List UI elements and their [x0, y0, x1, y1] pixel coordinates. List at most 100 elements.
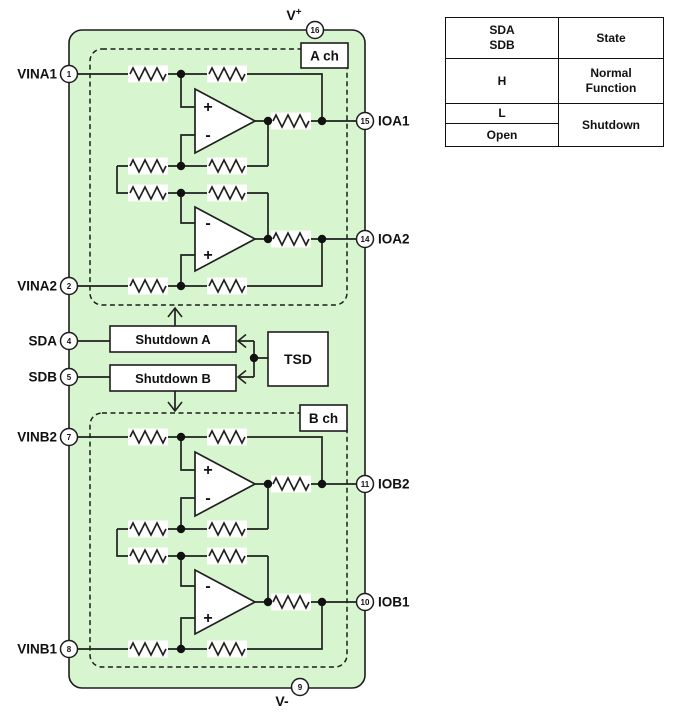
pin-number: 9 [298, 683, 303, 692]
pin-iob2: 11 IOB2 [355, 474, 410, 494]
pin-number: 10 [361, 598, 370, 607]
shutdown-b-block: Shutdown B [109, 364, 237, 392]
pin-number: 5 [67, 373, 72, 382]
truth-table-cell-shutdown: Shutdown [582, 117, 640, 132]
pin-sda: SDA 4 [28, 331, 79, 351]
shutdown-b-label: Shutdown B [135, 371, 211, 386]
state-normal-line2: Function [585, 81, 637, 95]
channel-a-dashed-box [89, 48, 348, 306]
opamp-minus-sign: - [205, 127, 210, 144]
arrowhead-left-b-icon [236, 369, 247, 385]
resistor [127, 276, 169, 296]
resistor [206, 183, 248, 203]
truth-table-header-signals: SDA SDB [446, 18, 559, 59]
signal-sda: SDA [489, 23, 515, 37]
pin-ioa2: 14 IOA2 [355, 229, 410, 249]
pin-number: 16 [311, 26, 320, 35]
resistor [206, 546, 248, 566]
pin-vina1: VINA1 1 [17, 64, 79, 84]
resistor [270, 229, 312, 249]
pin-label-sdb: SDB [28, 370, 57, 385]
vplus-label: V+ [286, 7, 301, 23]
pin-vplus: V+ 16 [286, 7, 325, 40]
pin-number: 7 [67, 433, 72, 442]
pin-label-vinb2: VINB2 [17, 430, 57, 445]
resistor [127, 183, 169, 203]
shutdown-a-block: Shutdown A [109, 325, 237, 353]
resistor [206, 427, 248, 447]
opamp-minus-sign: - [205, 578, 210, 595]
resistor [206, 156, 248, 176]
opamp-plus-sign: + [203, 247, 212, 264]
resistor [127, 546, 169, 566]
pin-number: 8 [67, 645, 72, 654]
resistor [206, 64, 248, 84]
resistor [127, 519, 169, 539]
shutdown-a-label: Shutdown A [135, 332, 211, 347]
pin-label-iob2: IOB2 [378, 477, 410, 492]
arrowhead-left-a-icon [236, 333, 247, 349]
resistor [127, 639, 169, 659]
pin-label-vina1: VINA1 [17, 67, 57, 82]
arrowhead-up-icon [167, 306, 183, 318]
pin-label-iob1: IOB1 [378, 595, 410, 610]
channel-b-label: B ch [309, 411, 338, 426]
pin-label-vina2: VINA2 [17, 279, 57, 294]
vminus-label: V- [275, 693, 289, 709]
pin-number: 4 [67, 337, 72, 346]
pin-vina2: VINA2 2 [17, 276, 79, 296]
opamp-plus-sign: + [203, 462, 212, 479]
opamp-a1: + - [194, 87, 257, 155]
pin-vminus: 9 V- [275, 677, 310, 709]
junction-dots [176, 69, 327, 654]
opamp-plus-sign: + [203, 99, 212, 116]
pin-number: 14 [361, 235, 370, 244]
truth-table-cell-open: Open [446, 124, 559, 146]
truth-table-cell-normal-function: Normal Function [559, 59, 663, 104]
opamp-minus-sign: - [205, 215, 210, 232]
pin-label-vinb1: VINB1 [17, 642, 57, 657]
truth-table-cell-h: H [446, 59, 559, 104]
truth-table: SDA SDB State H Normal Function L Shutdo… [445, 17, 664, 147]
tsd-block: TSD [267, 331, 329, 387]
channel-a-label: A ch [310, 49, 339, 64]
opamp-minus-sign: - [205, 490, 210, 507]
resistor [127, 427, 169, 447]
truth-table-header-state: State [559, 18, 663, 59]
truth-table-cell-l: L [446, 104, 559, 124]
resistor [206, 276, 248, 296]
channel-a-tag: A ch [300, 42, 349, 69]
pin-number: 15 [361, 117, 370, 126]
pin-number: 2 [67, 282, 72, 291]
pin-number: 11 [361, 480, 370, 489]
signal-sdb: SDB [489, 38, 515, 52]
arrowhead-down-icon [167, 401, 183, 413]
pin-ioa1: 15 IOA1 [355, 111, 410, 131]
opamp-b2: - + [194, 568, 257, 636]
opamp-a2: - + [194, 205, 257, 273]
resistor [127, 156, 169, 176]
opamp-b1: + - [194, 450, 257, 518]
vplus-sup: + [296, 7, 302, 18]
state-normal-line1: Normal [590, 66, 632, 80]
tsd-label: TSD [284, 351, 312, 367]
pin-sdb: SDB 5 [28, 367, 79, 387]
resistor [270, 474, 312, 494]
resistor [206, 519, 248, 539]
channel-b-tag: B ch [299, 404, 348, 432]
pin-label-ioa2: IOA2 [378, 232, 410, 247]
resistor [206, 639, 248, 659]
pin-label-ioa1: IOA1 [378, 114, 410, 129]
pin-label-sda: SDA [28, 334, 57, 349]
vplus-letter: V [286, 7, 296, 23]
resistor [127, 64, 169, 84]
pin-vinb2: VINB2 7 [17, 427, 79, 447]
pin-iob1: 10 IOB1 [355, 592, 410, 612]
resistor [270, 111, 312, 131]
pin-number: 1 [67, 70, 72, 79]
opamp-plus-sign: + [203, 610, 212, 627]
resistor [270, 592, 312, 612]
channel-b-dashed-box [89, 412, 348, 668]
